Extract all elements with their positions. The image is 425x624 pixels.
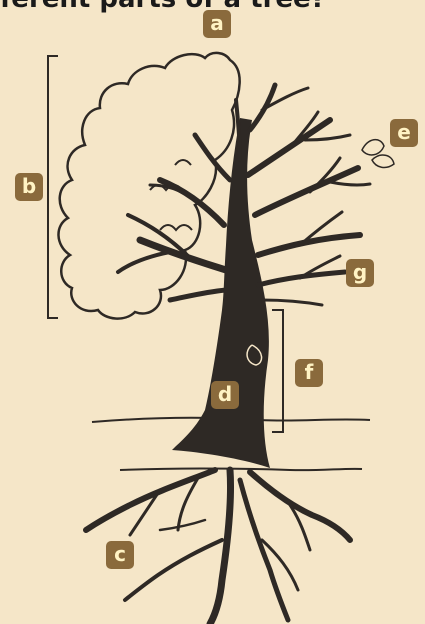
bracket-f — [272, 310, 283, 432]
label-f: f — [295, 359, 323, 387]
label-c: c — [106, 541, 134, 569]
label-b: b — [15, 173, 43, 201]
ground-line-lower — [120, 469, 362, 471]
label-d: d — [211, 381, 239, 409]
label-a: a — [203, 10, 231, 38]
label-e: e — [390, 119, 418, 147]
bracket-b — [48, 56, 58, 318]
leaf-cluster — [362, 140, 394, 168]
label-g: g — [346, 259, 374, 287]
